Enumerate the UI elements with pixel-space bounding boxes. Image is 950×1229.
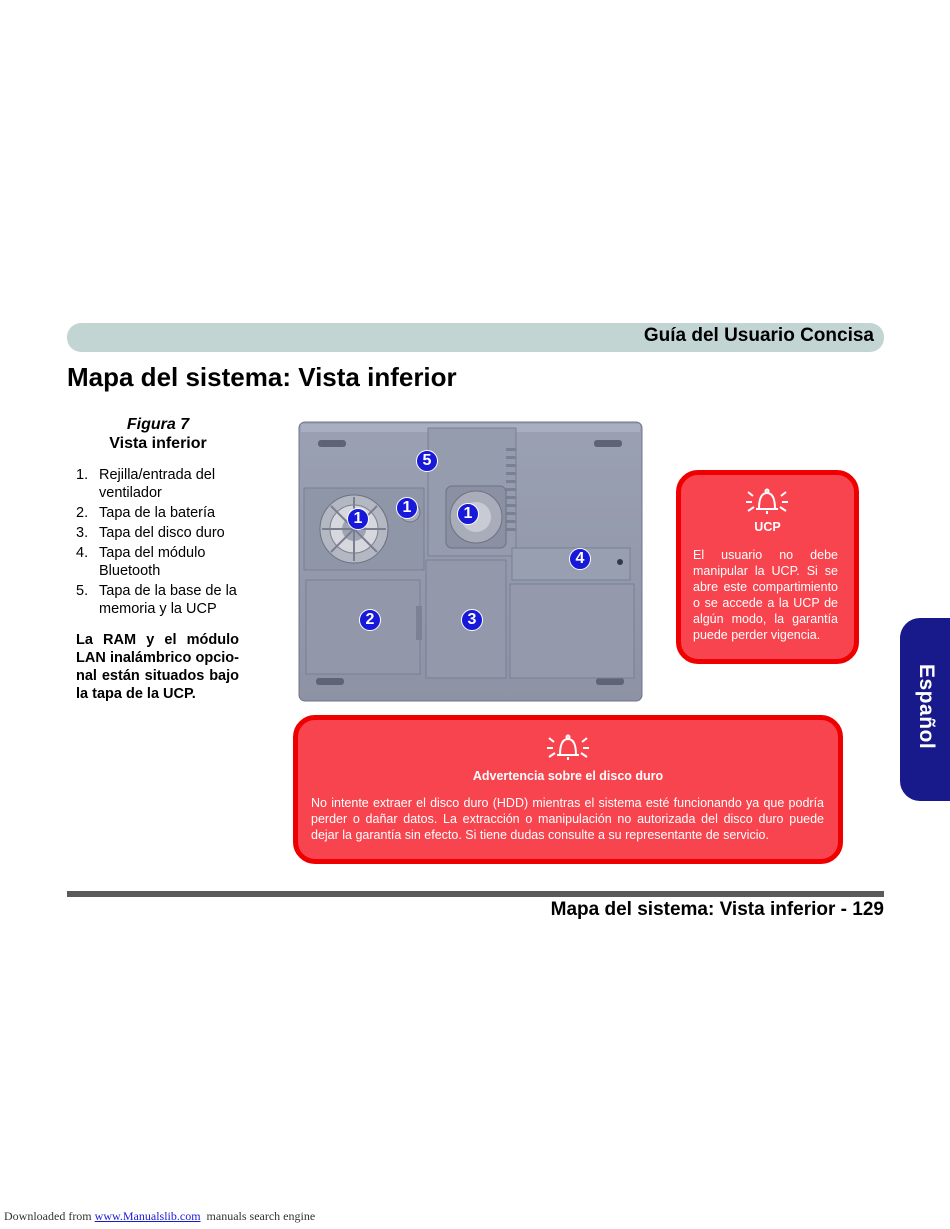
language-tab[interactable]: Español [900, 618, 950, 801]
callout-marker-3: 3 [461, 609, 483, 631]
list-item-text: Tapa de la base de la memoria y la UCP [99, 583, 237, 617]
download-note-suffix: manuals search engine [206, 1209, 316, 1223]
language-tab-label: Español [915, 664, 938, 750]
list-item-number: 1. [76, 467, 89, 483]
callout-marker-2: 2 [359, 609, 381, 631]
download-note: Downloaded from www.Manualslib.com manua… [4, 1209, 315, 1224]
footer-title: Mapa del sistema: Vista inferior - 129 [550, 899, 884, 920]
download-note-prefix: Downloaded from [4, 1209, 92, 1223]
page-title: Mapa del sistema: Vista inferior [67, 362, 457, 392]
header-bar: Guía del Usuario Concisa [67, 323, 884, 352]
warning-hdd-box: Advertencia sobre el disco duro No inten… [293, 715, 843, 864]
figure-name: Vista inferior [109, 435, 207, 452]
callout-marker-5: 5 [416, 450, 438, 472]
list-item-number: 5. [76, 583, 89, 599]
list-item-number: 4. [76, 545, 89, 561]
warning-ucp-title: UCP [754, 520, 781, 534]
list-item: 5. Tapa de la base de la memoria y la UCP [76, 582, 246, 618]
list-item-text: Rejilla/entrada del ventilador [99, 467, 216, 501]
list-item-text: Tapa del módulo Bluetooth [99, 545, 206, 579]
manualslib-link[interactable]: www.Manualslib.com [94, 1209, 201, 1223]
warning-ucp-text: El usuario no debe manipular la UCP. Si … [693, 548, 838, 642]
bell-alarm-icon [746, 488, 788, 514]
callout-marker-4: 4 [569, 548, 591, 570]
header-title: Guía del Usuario Concisa [643, 325, 874, 346]
warning-ucp-box: UCP El usuario no debe manipular la UCP.… [676, 470, 859, 664]
ram-note: La RAM y el módulo LAN inalámbrico opcio… [76, 632, 239, 702]
warning-hdd-text: No intente extraer el disco duro (HDD) m… [311, 796, 824, 842]
list-item-text: Tapa de la batería [99, 505, 216, 521]
callout-marker-1: 1 [396, 497, 418, 519]
figure-number: Figura 7 [126, 416, 190, 433]
callout-marker-1: 1 [347, 508, 369, 530]
list-item-number: 3. [76, 525, 89, 541]
bell-alarm-icon [547, 734, 589, 760]
list-item: 4. Tapa del módulo Bluetooth [76, 544, 246, 580]
list-item: 1. Rejilla/entrada del ventilador [76, 466, 246, 502]
list-item-text: Tapa del disco duro [99, 525, 225, 541]
footer-rule [67, 891, 884, 897]
figure-caption: Figura 7 Vista inferior [70, 416, 246, 453]
list-item-number: 2. [76, 505, 89, 521]
callout-marker-1: 1 [457, 503, 479, 525]
legend-list: 1. Rejilla/entrada del ventilador 2. Tapa … [76, 466, 246, 620]
list-item: 2. Tapa de la batería [76, 504, 246, 522]
list-item: 3. Tapa del disco duro [76, 524, 246, 542]
laptop-bottom-photo: 5 1 1 1 4 2 3 [298, 420, 644, 704]
laptop-bottom-illustration [298, 421, 643, 702]
warning-hdd-title: Advertencia sobre el disco duro [472, 769, 664, 783]
